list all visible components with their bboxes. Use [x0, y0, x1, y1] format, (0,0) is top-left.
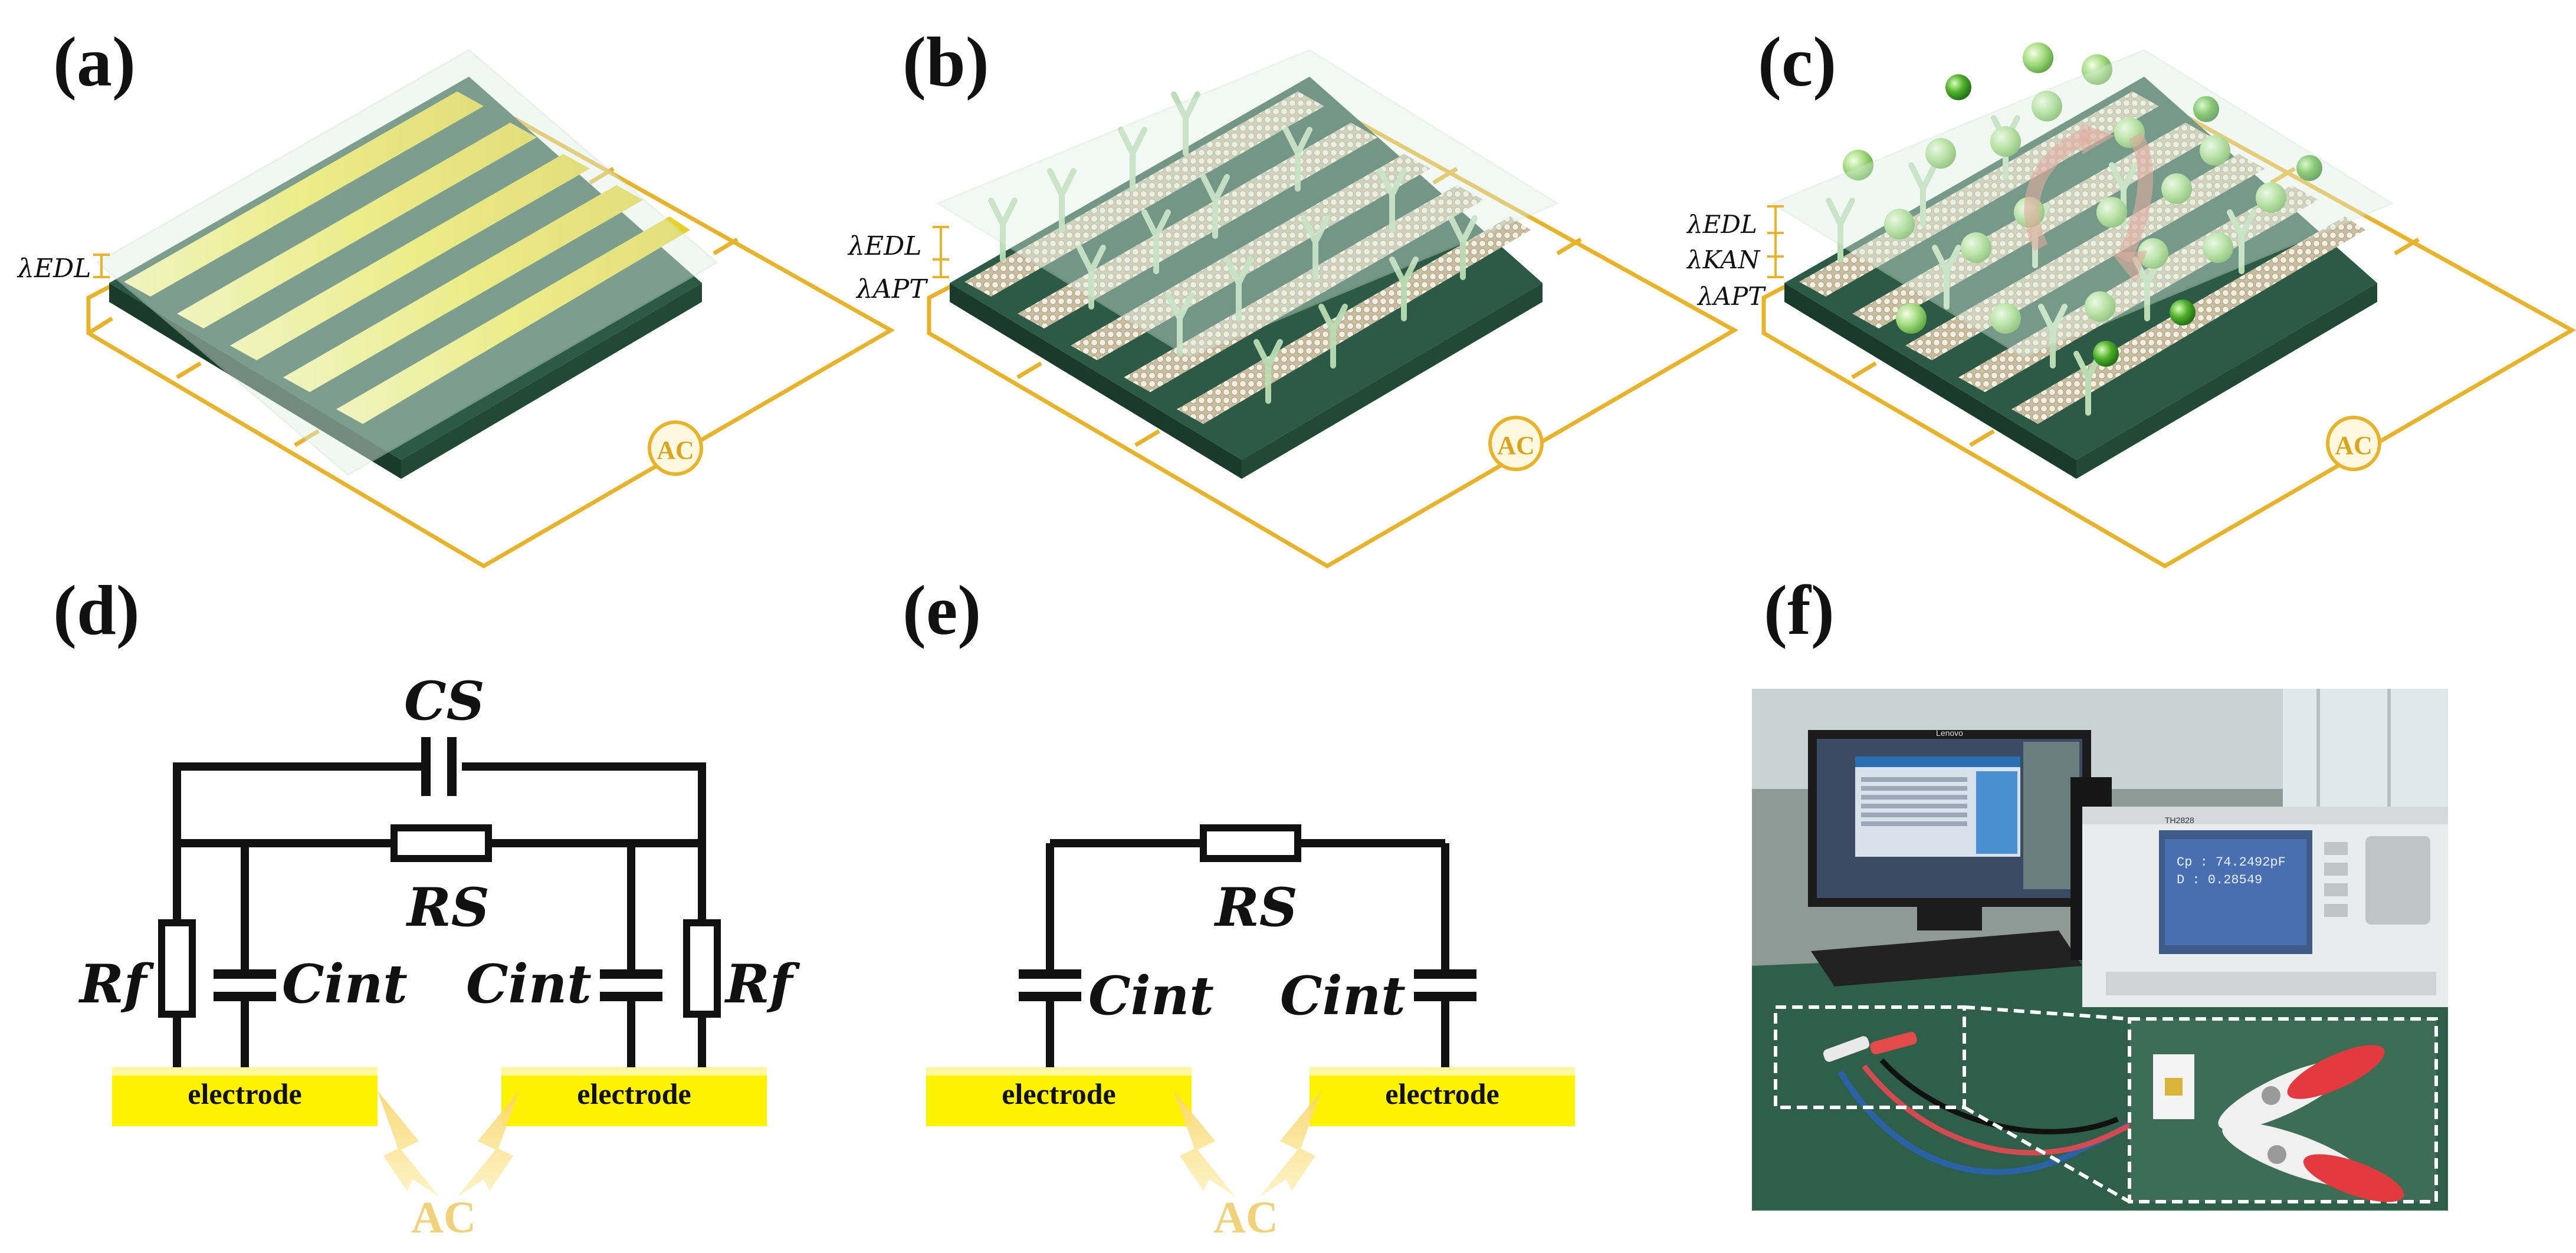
cs-label: CS	[404, 670, 485, 732]
rf-label-right: Rf	[724, 953, 800, 1015]
lightning-icon	[378, 1091, 439, 1197]
lab-setup-photo: Lenovo Cp : 74.2492pF D : 0.28549 TH2828	[1752, 689, 2448, 1211]
stripes-a	[124, 91, 690, 424]
panel-label-f: (f)	[1764, 571, 1835, 649]
ac-label-d: AC	[411, 1193, 476, 1242]
photo-illustration: Lenovo Cp : 74.2492pF D : 0.28549 TH2828	[1752, 689, 2448, 1211]
device-c: λEDL λKAN λAPT AC	[1686, 42, 2576, 569]
lambda-edl-b: λEDL	[847, 231, 922, 261]
electrode-label-d-right: electrode	[577, 1077, 691, 1110]
ac-source-a: AC	[657, 436, 694, 465]
ac-source-c: AC	[2335, 431, 2372, 460]
ac-source-b: AC	[1497, 431, 1535, 460]
device-a: λEDL AC	[17, 49, 895, 569]
rs-label-d: RS	[405, 876, 490, 939]
electrode-label-e-left: electrode	[1002, 1077, 1115, 1110]
cint-label-e-left: Cint	[1088, 965, 1214, 1027]
lcr-brand: TH2828	[2165, 815, 2194, 825]
lightning-icon	[1259, 1091, 1321, 1197]
lambda-kan-c: λKAN	[1686, 245, 1761, 274]
electrode-label-d-left: electrode	[188, 1077, 301, 1110]
monitor-brand: Lenovo	[1936, 728, 1963, 738]
cint-label-e-right: Cint	[1280, 965, 1406, 1027]
lightning-icon	[1174, 1091, 1236, 1197]
electrode-label-e-right: electrode	[1385, 1077, 1499, 1110]
lambda-apt-c: λAPT	[1696, 282, 1766, 311]
lambda-apt-b: λAPT	[855, 274, 928, 304]
rf-label-left: Rf	[78, 953, 155, 1015]
panel-label-b: (b)	[903, 22, 989, 101]
lambda-edl-a: λEDL	[17, 254, 91, 284]
cint-label-d-left: Cint	[282, 953, 408, 1015]
ac-label-e: AC	[1213, 1193, 1278, 1242]
device-b: λEDL λAPT AC	[847, 49, 1739, 569]
lambda-edl-c: λEDL	[1686, 210, 1757, 239]
panel-label-c: (c)	[1758, 22, 1837, 101]
panel-label-d: (d)	[53, 571, 140, 649]
panel-label-a: (a)	[53, 22, 136, 101]
rs-label-e: RS	[1213, 876, 1298, 939]
lightning-icon	[457, 1091, 519, 1197]
device-illustrations: λEDL AC	[17, 42, 2576, 569]
panel-label-e: (e)	[903, 571, 982, 649]
lcr-cp-value: Cp : 74.2492pF	[2177, 855, 2286, 870]
lcr-d-value: D : 0.28549	[2177, 873, 2262, 887]
cint-label-d-right: Cint	[466, 953, 592, 1015]
